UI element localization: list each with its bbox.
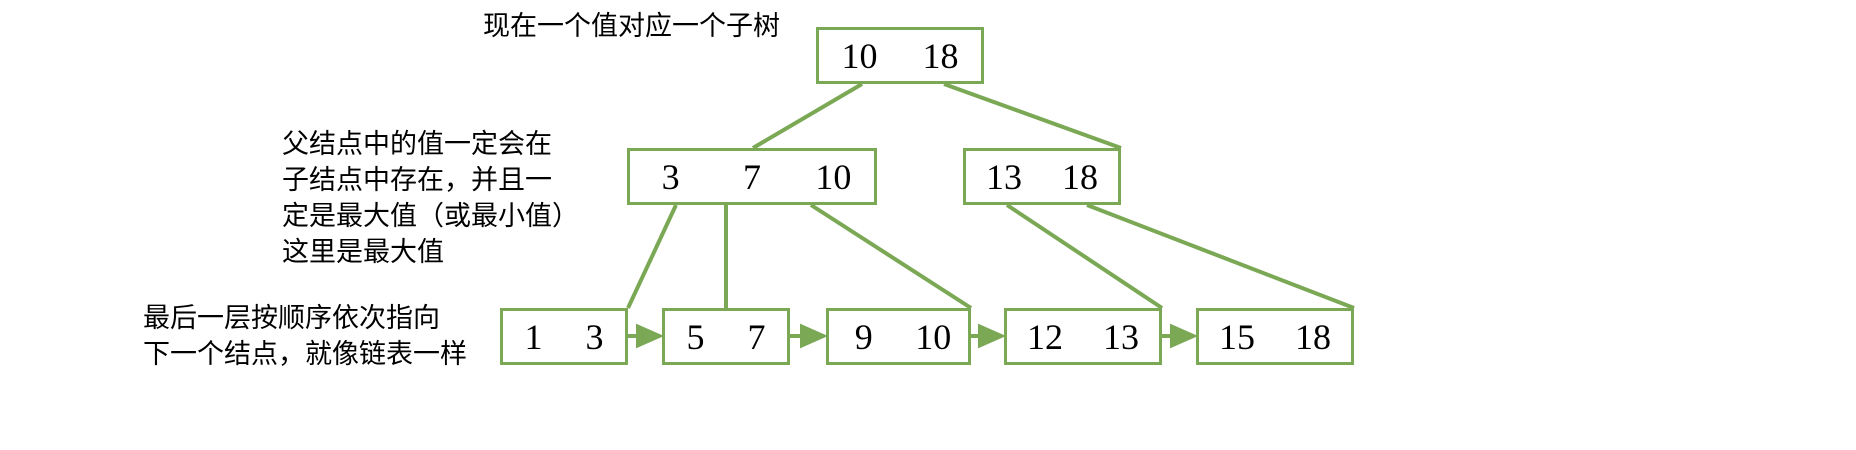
annotation-line: 最后一层按顺序依次指向	[143, 303, 440, 333]
node-internal-13-18[interactable]: 13 18	[963, 148, 1121, 205]
annotation-leaf-linked-list: 最后一层按顺序依次指向下一个结点，就像链表一样	[143, 300, 467, 372]
node-key: 3	[585, 316, 604, 357]
node-key: 18	[1295, 316, 1331, 357]
edge-internal-left-to-leaf-1	[626, 204, 678, 309]
annotation-line: 现在一个值对应一个子树	[483, 11, 780, 41]
annotation-line: 定是最大值（或最小值）	[282, 201, 579, 231]
node-key: 5	[686, 316, 705, 357]
node-root[interactable]: 10 18	[816, 27, 984, 84]
edge-root-to-internal-left	[751, 82, 864, 150]
node-key: 7	[742, 156, 761, 197]
node-internal-3-7-10[interactable]: 3 7 10	[627, 148, 877, 205]
node-key: 12	[1027, 316, 1063, 357]
edge-internal-right-to-leaf-5	[1086, 203, 1355, 310]
node-key: 10	[915, 316, 952, 357]
annotation-line: 这里是最大值	[282, 237, 444, 267]
annotation-parent-key-rule: 父结点中的值一定会在子结点中存在，并且一定是最大值（或最小值） 这里是最大值	[282, 126, 579, 270]
node-key: 13	[1103, 316, 1139, 357]
node-leaf-12-13[interactable]: 12 13	[1004, 308, 1162, 365]
annotation-line: 子结点中存在，并且一	[282, 165, 552, 195]
node-key: 7	[747, 316, 766, 357]
node-key: 18	[922, 35, 959, 76]
edge-internal-left-to-leaf-3	[809, 203, 973, 310]
node-leaf-9-10[interactable]: 9 10	[826, 308, 971, 365]
annotation-line: 下一个结点，就像链表一样	[143, 339, 467, 369]
node-key: 13	[986, 156, 1022, 197]
node-key: 3	[661, 156, 680, 197]
edge-internal-right-to-leaf-4	[1005, 203, 1164, 310]
node-key: 9	[854, 316, 873, 357]
node-key: 15	[1219, 316, 1255, 357]
node-key: 10	[841, 35, 878, 76]
node-key: 1	[524, 316, 543, 357]
node-key: 18	[1062, 156, 1098, 197]
annotation-subtree-per-value: 现在一个值对应一个子树	[483, 8, 780, 44]
node-key: 10	[815, 156, 852, 197]
edge-root-to-internal-right	[943, 82, 1122, 150]
annotation-line: 父结点中的值一定会在	[282, 129, 552, 159]
